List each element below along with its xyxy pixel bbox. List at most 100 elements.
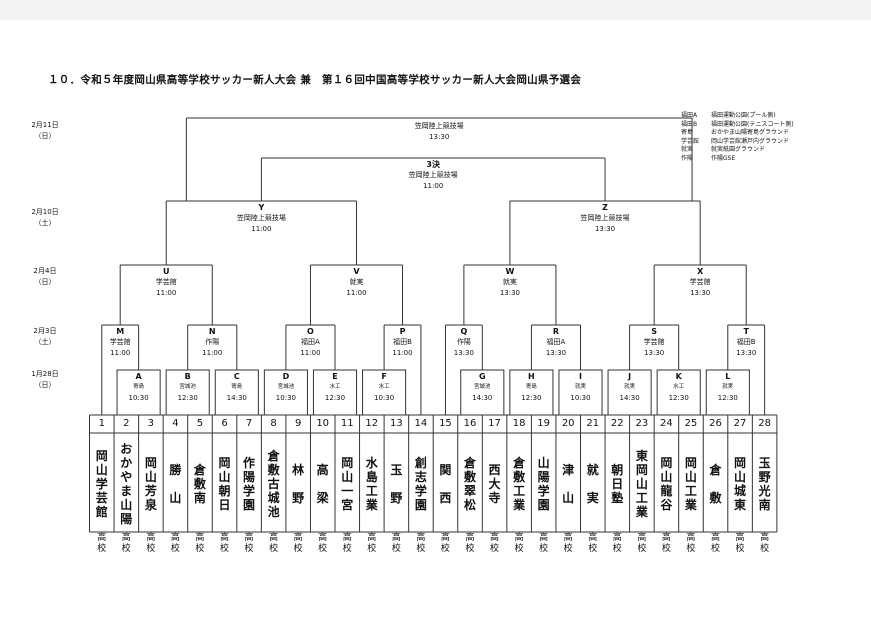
match-time: 11:00 [110, 349, 131, 357]
legend-row: 就実就実紙園グラウンド [681, 146, 794, 155]
match-time: 11:00 [251, 225, 272, 233]
match-letter: F [381, 372, 387, 381]
match-venue: 福田B [393, 338, 412, 346]
match-time: 12:30 [717, 394, 738, 402]
team-name: 岡山工業 [684, 456, 697, 512]
match-time: 13:30 [429, 133, 450, 141]
match-time: 11:00 [202, 349, 223, 357]
match-time: 13:30 [644, 349, 665, 357]
team-number: 4 [172, 418, 179, 429]
match-letter: G [479, 372, 486, 381]
match-venue: 作陽 [205, 338, 220, 346]
match-time: 12:30 [324, 394, 346, 402]
match-time: 12:30 [177, 394, 198, 402]
team-name: 玉 野 [390, 463, 403, 505]
match-letter: U [162, 267, 170, 276]
team-name: 作陽学園 [243, 456, 256, 512]
match-venue: 笠岡陸上競技場 [414, 122, 464, 130]
match-venue: 福田A [301, 338, 320, 346]
match-time: 12:30 [521, 394, 542, 402]
team-name: 東岡山工業 [635, 449, 648, 519]
team-name: 創志学園 [414, 456, 427, 512]
legend-venue: 福田運動公園(プール側) [711, 112, 776, 119]
match-time: 10:30 [128, 394, 149, 402]
team-number: 19 [537, 418, 550, 429]
match-label-s: S 学芸館 13:30 [644, 326, 665, 359]
round-date: 2月11日（日） [28, 120, 62, 142]
match-letter: S [651, 327, 658, 336]
team-number: 20 [561, 418, 575, 429]
team-suffix: 高校 [146, 533, 156, 554]
team-number: 10 [316, 418, 330, 429]
match-letter: T [743, 327, 749, 336]
match-time: 11:00 [423, 182, 444, 190]
team-name: 関 西 [439, 463, 452, 505]
page-title: １０．令和５年度岡山県高等学校サッカー新人大会 兼 第１６回中国高等学校サッカー… [48, 74, 582, 86]
round-date-line: （日） [34, 278, 56, 286]
team-number: 7 [245, 418, 253, 429]
team-number: 24 [660, 418, 673, 429]
team-suffix: 高校 [367, 533, 377, 554]
match-letter: Z [602, 203, 608, 212]
match-label-final: 笠岡陸上競技場 13:30 [415, 121, 464, 143]
team-name: 岡山城東 [734, 456, 747, 512]
team-suffix: 高校 [293, 533, 303, 554]
match-time: 10:30 [275, 394, 296, 402]
match-letter: Q [460, 327, 468, 336]
team-number: 8 [270, 418, 277, 429]
team-suffix: 高校 [686, 533, 696, 554]
match-venue: 学芸館 [155, 278, 177, 286]
team-suffix: 高校 [97, 533, 107, 554]
match-venue: 就実 [624, 384, 636, 390]
match-letter: H [528, 372, 535, 381]
match-letter: I [579, 372, 582, 381]
top-band [0, 0, 871, 20]
match-time: 13:30 [453, 349, 474, 357]
round-date: 2月4日（日） [28, 266, 62, 288]
team-number: 6 [221, 418, 228, 429]
team-number: 1 [98, 418, 105, 429]
match-venue: 学芸館 [109, 338, 131, 346]
team-suffix: 高校 [490, 533, 500, 554]
team-name: 津 山 [562, 463, 575, 505]
match-venue: 就実 [574, 384, 586, 390]
team-number: 17 [488, 418, 501, 429]
match-venue: 笠岡陸上競技場 [580, 214, 630, 222]
legend-row: 作陽作陽GSE [681, 155, 794, 164]
team-number: 28 [758, 418, 771, 429]
match-venue: 水工 [378, 384, 390, 390]
match-time: 13:30 [690, 289, 711, 297]
round-date: 2月3日（土） [28, 326, 62, 348]
match-venue: 学芸館 [643, 338, 665, 346]
match-time: 11:00 [300, 349, 321, 357]
match-time: 13:30 [736, 349, 757, 357]
team-suffix: 高校 [612, 533, 622, 554]
team-name: 西大寺 [488, 463, 501, 505]
match-letter: R [552, 327, 560, 336]
round-date-line: 2月11日 [31, 121, 59, 129]
match-letter: E [332, 372, 338, 381]
team-name: 岡山龍谷 [660, 456, 673, 512]
match-venue: 宮城池 [277, 384, 295, 390]
legend-abbr: 寄島 [681, 129, 694, 137]
team-number: 27 [733, 418, 747, 429]
team-name: 岡山学芸館 [95, 449, 108, 519]
team-name: 岡山朝日 [218, 456, 231, 512]
team-number: 11 [340, 418, 354, 429]
round-date-line: （土） [34, 338, 56, 346]
team-suffix: 高校 [588, 533, 598, 554]
